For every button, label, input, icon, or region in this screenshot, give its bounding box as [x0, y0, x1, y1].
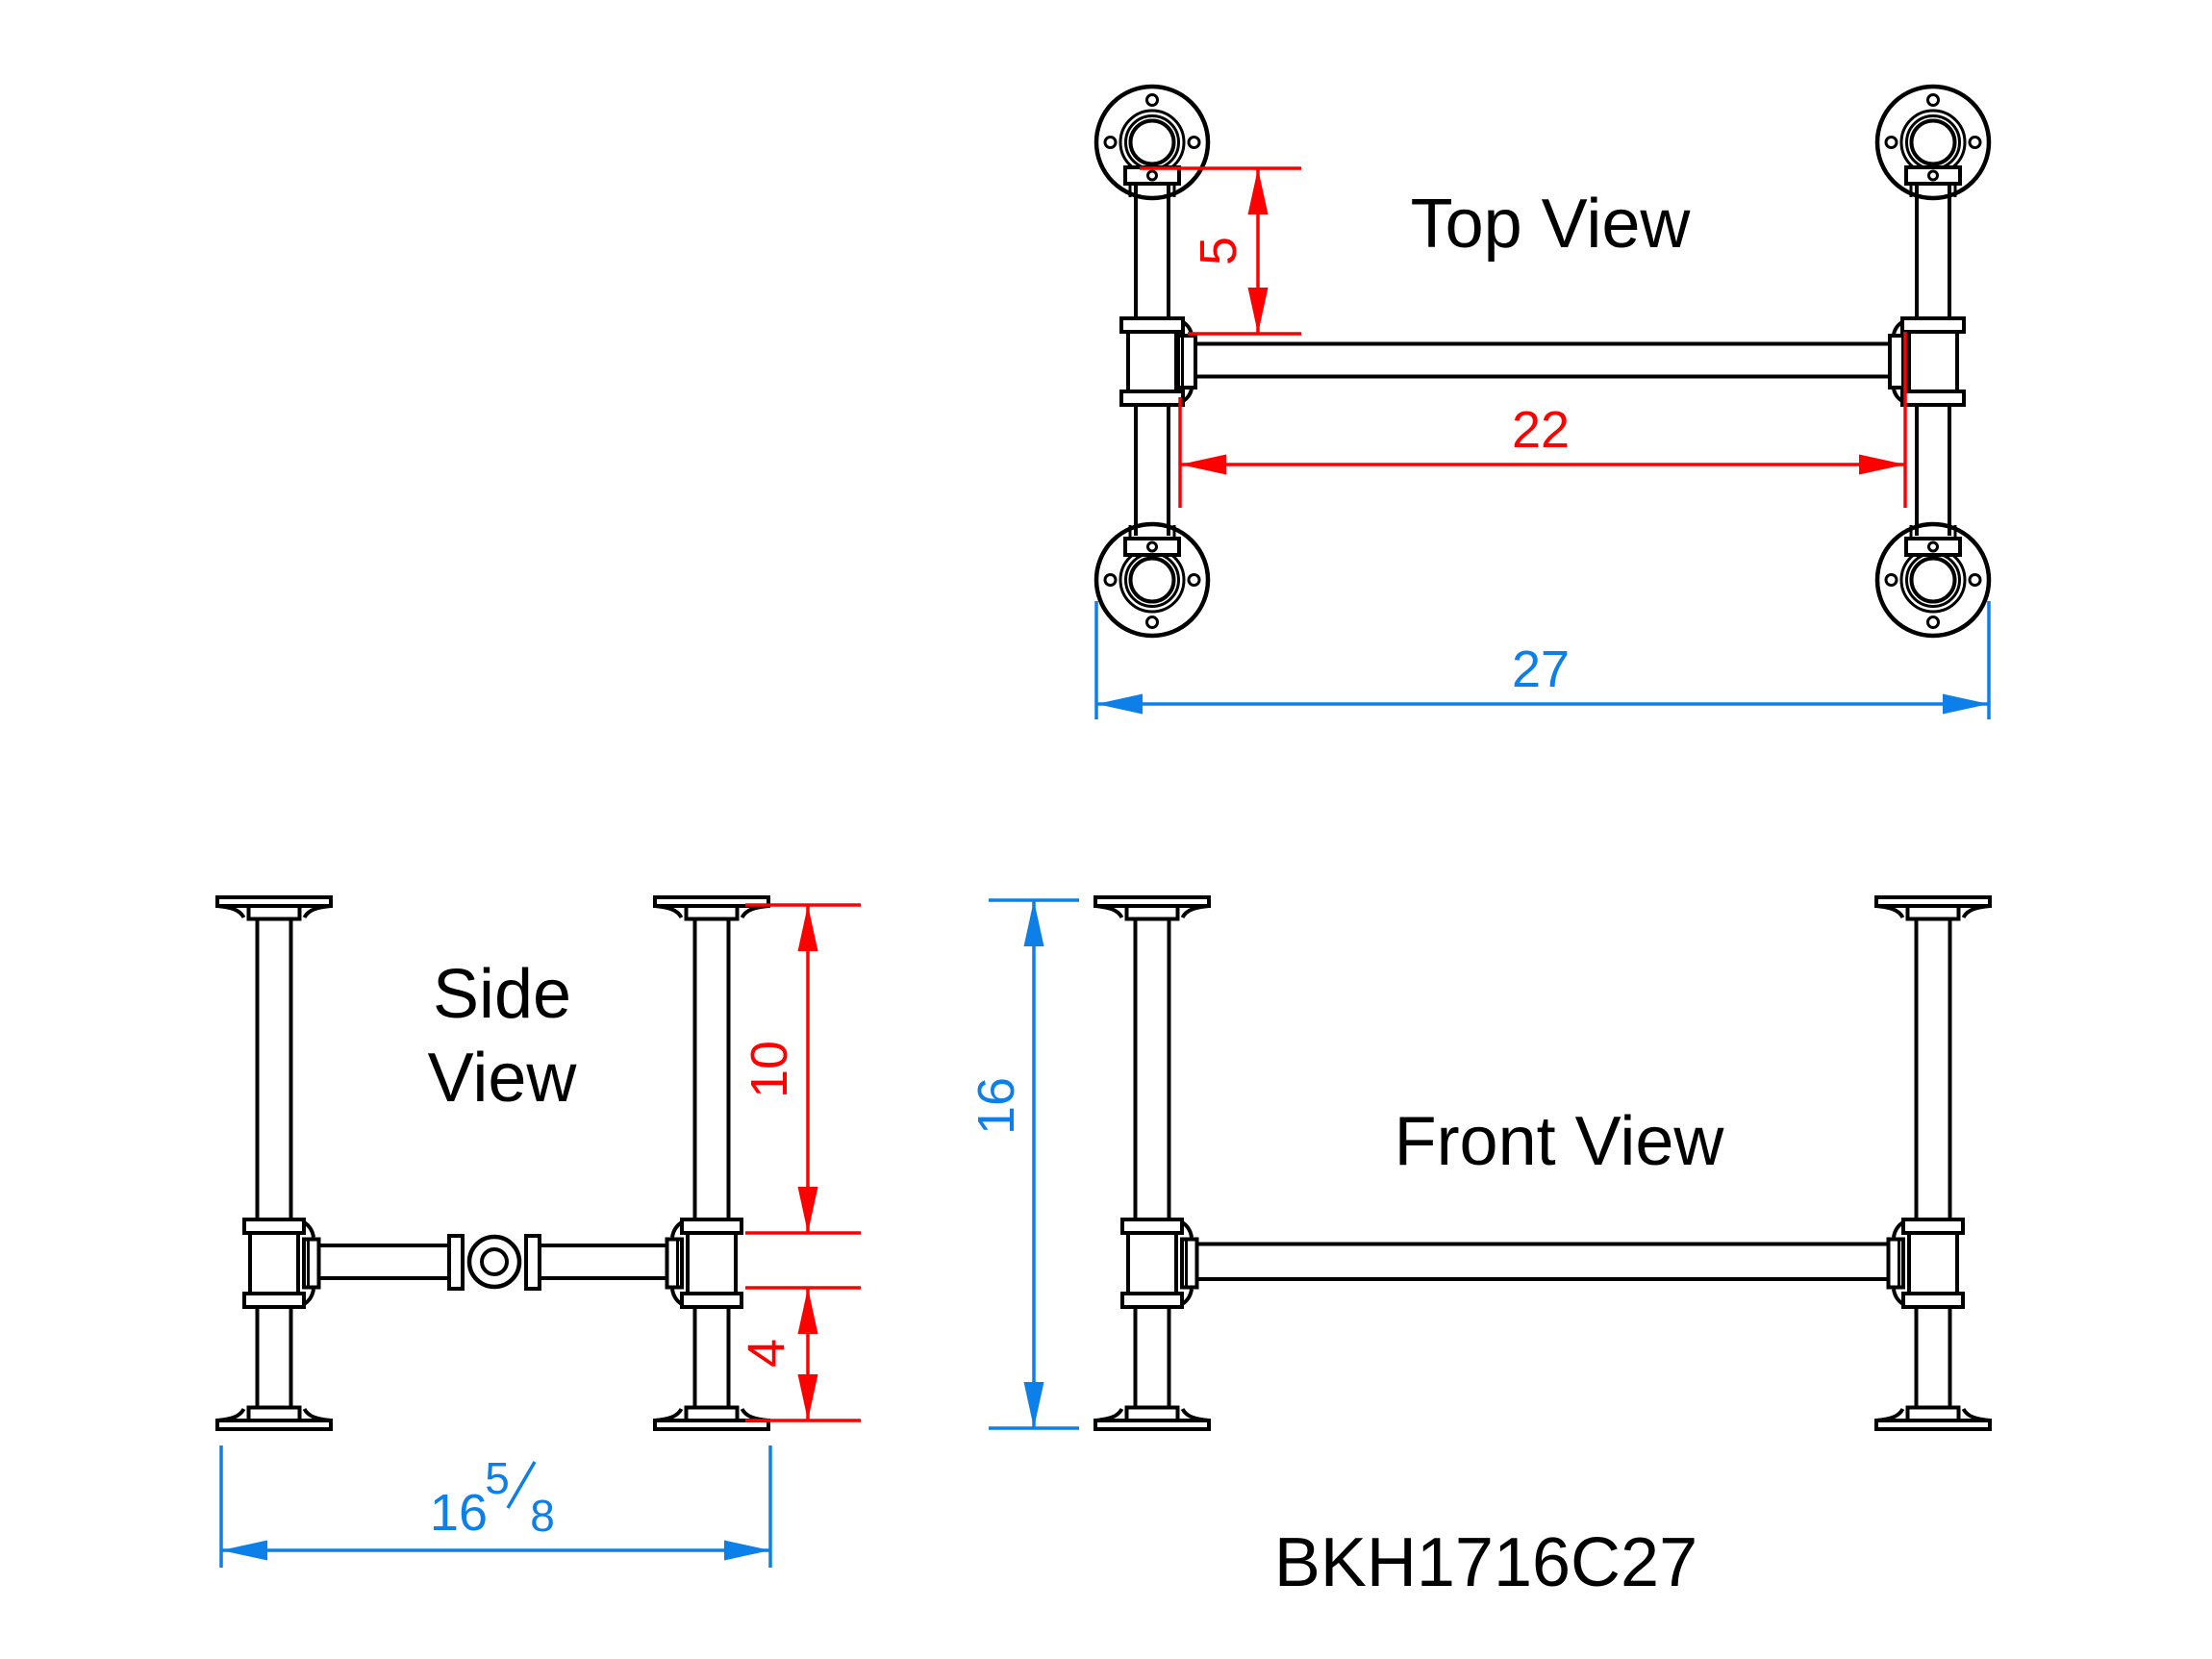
side-view-pipes: [255, 919, 731, 1408]
side-view-drawing: Side View 10 4 16 5: [215, 895, 861, 1568]
dim-value-10: 10: [741, 1041, 798, 1098]
tee-fitting: [665, 1218, 743, 1309]
tee-fitting: [242, 1218, 321, 1309]
front-view-drawing: Front View 16: [968, 895, 1992, 1431]
dimension-overall-width: 27: [1094, 601, 1991, 719]
front-view-pipes: [1133, 919, 1952, 1408]
tee-fitting: [1119, 316, 1197, 407]
floor-flange: [1096, 87, 1208, 198]
dimension-stretcher: 22: [1178, 332, 1907, 508]
dim-value-4: 4: [738, 1339, 795, 1368]
side-view-title-line1: Side: [433, 956, 571, 1033]
dim-foot-denominator: 8: [530, 1491, 555, 1541]
fraction-slash: [506, 1461, 537, 1509]
tee-fitting: [1886, 1218, 1965, 1309]
floor-flange: [1096, 524, 1208, 636]
dimension-lower-leg: 4: [738, 1286, 861, 1422]
dimension-overall-height: 16: [968, 898, 1079, 1430]
side-view-title-line2: View: [428, 1040, 578, 1117]
top-view-drawing: Top View 5 22 27: [1096, 87, 1989, 719]
foot-flange: [1093, 1405, 1211, 1431]
dim-value-5: 5: [1190, 237, 1247, 265]
dimension-flange-to-tee: 5: [1140, 166, 1301, 336]
tee-fitting: [1120, 1218, 1199, 1309]
part-number-label: BKH1716C27: [1274, 1524, 1697, 1601]
tee-fitting: [1888, 316, 1966, 407]
dim-value-16: 16: [968, 1077, 1025, 1135]
dimension-upper-leg: 10: [741, 903, 861, 1235]
top-view-title: Top View: [1411, 186, 1692, 263]
floor-flange: [1877, 524, 1989, 636]
top-view-pipes: [1134, 184, 1951, 536]
dim-value-27: 27: [1512, 641, 1570, 698]
top-flange: [1093, 895, 1211, 921]
floor-flange: [1877, 87, 1989, 198]
dim-foot-numerator: 5: [485, 1453, 510, 1503]
top-flange: [1874, 895, 1992, 921]
center-tee-end-fitting: [447, 1234, 541, 1291]
dim-value-22: 22: [1512, 401, 1570, 459]
top-flange: [653, 895, 770, 921]
foot-flange: [653, 1405, 770, 1431]
dimension-foot-width: 16 5 8: [219, 1445, 772, 1568]
foot-flange: [215, 1405, 333, 1431]
foot-flange: [1874, 1405, 1992, 1431]
dim-foot-whole: 16: [430, 1484, 488, 1542]
top-flange: [215, 895, 333, 921]
front-view-title: Front View: [1395, 1103, 1725, 1180]
